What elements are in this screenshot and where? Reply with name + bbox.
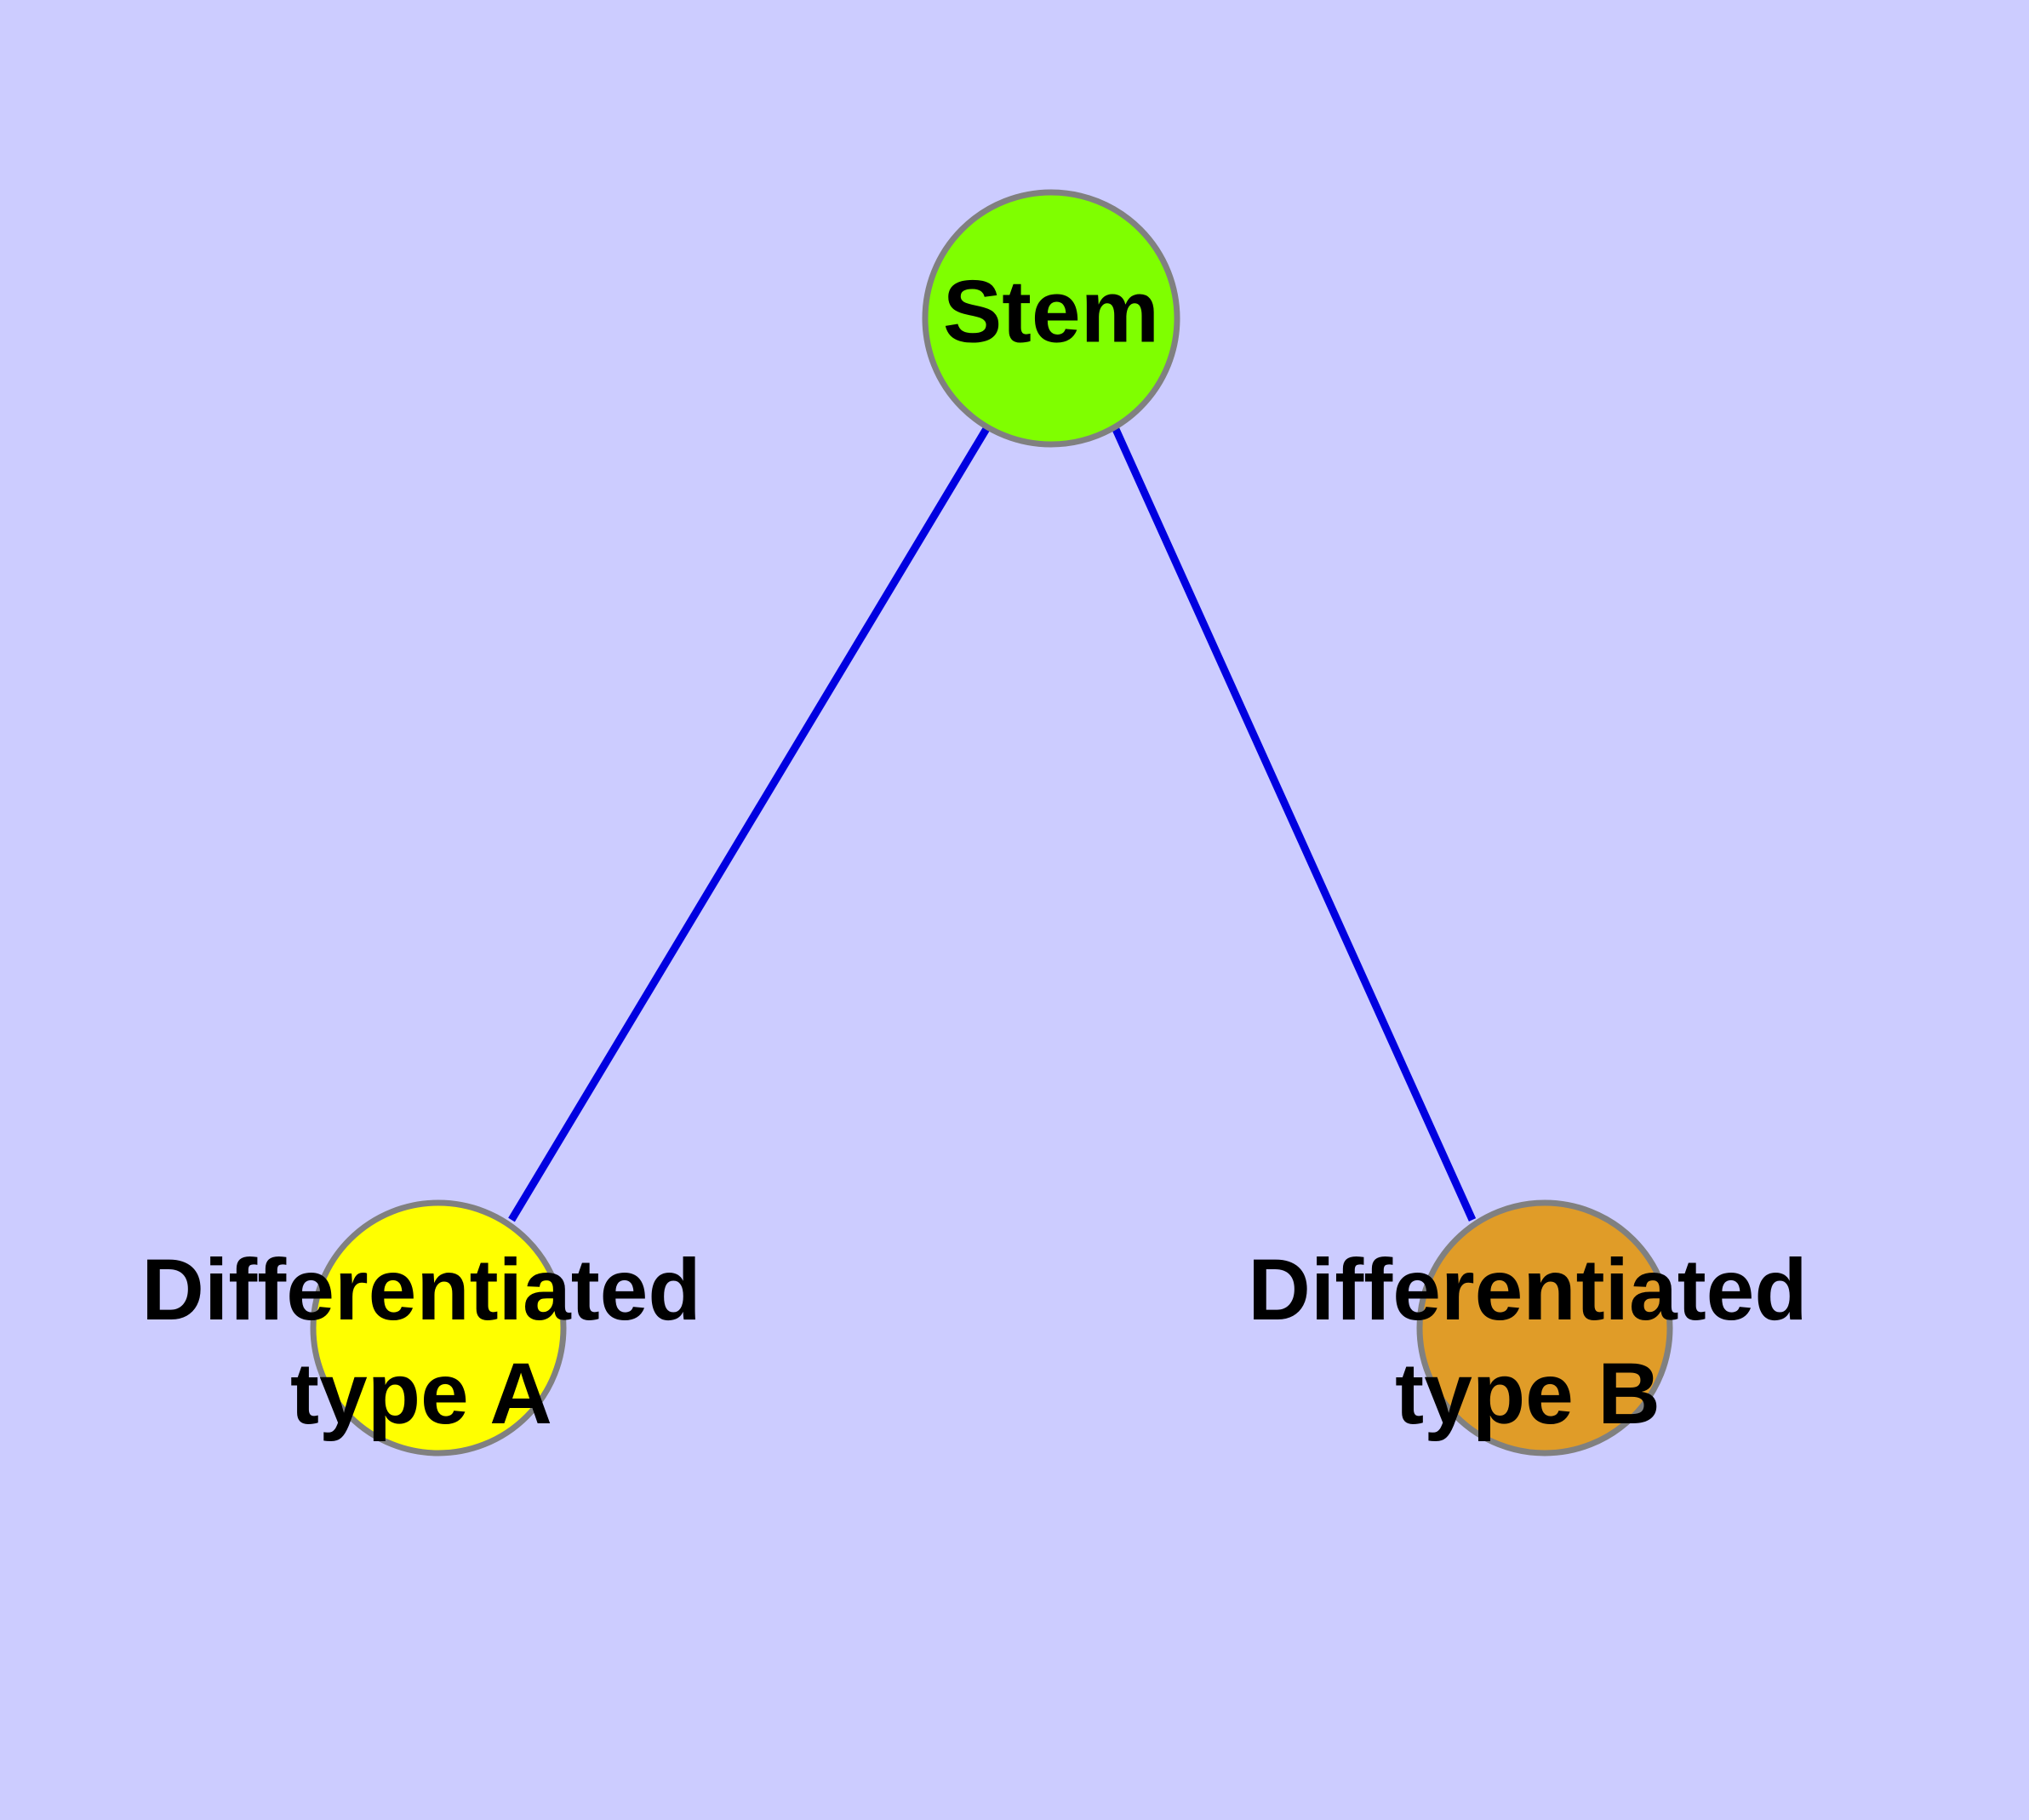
- node-stem[interactable]: Stem: [922, 189, 1180, 448]
- edge-layer: [508, 425, 1477, 1222]
- node-differentiated-type-b-circle[interactable]: [1416, 1199, 1673, 1457]
- node-differentiated-type-b[interactable]: Differentiated type B: [1248, 1199, 1808, 1457]
- node-differentiated-type-a-label-line2: type A: [290, 1345, 552, 1442]
- node-differentiated-type-a-label-line1: Differentiated: [141, 1241, 700, 1338]
- node-differentiated-type-b-label-line1: Differentiated: [1248, 1241, 1807, 1338]
- edge-stem-to-differentiated-type-b[interactable]: [1111, 426, 1477, 1222]
- node-layer: Stem Differentiated type A Differentiate…: [141, 189, 1808, 1457]
- node-differentiated-type-a[interactable]: Differentiated type A: [141, 1199, 701, 1457]
- node-stem-label: Stem: [943, 262, 1159, 361]
- node-differentiated-type-b-label-line2: type B: [1395, 1345, 1660, 1442]
- node-differentiated-type-a-circle[interactable]: [310, 1199, 567, 1457]
- node-stem-circle[interactable]: [922, 189, 1180, 448]
- edge-stem-to-differentiated-type-a[interactable]: [508, 425, 991, 1222]
